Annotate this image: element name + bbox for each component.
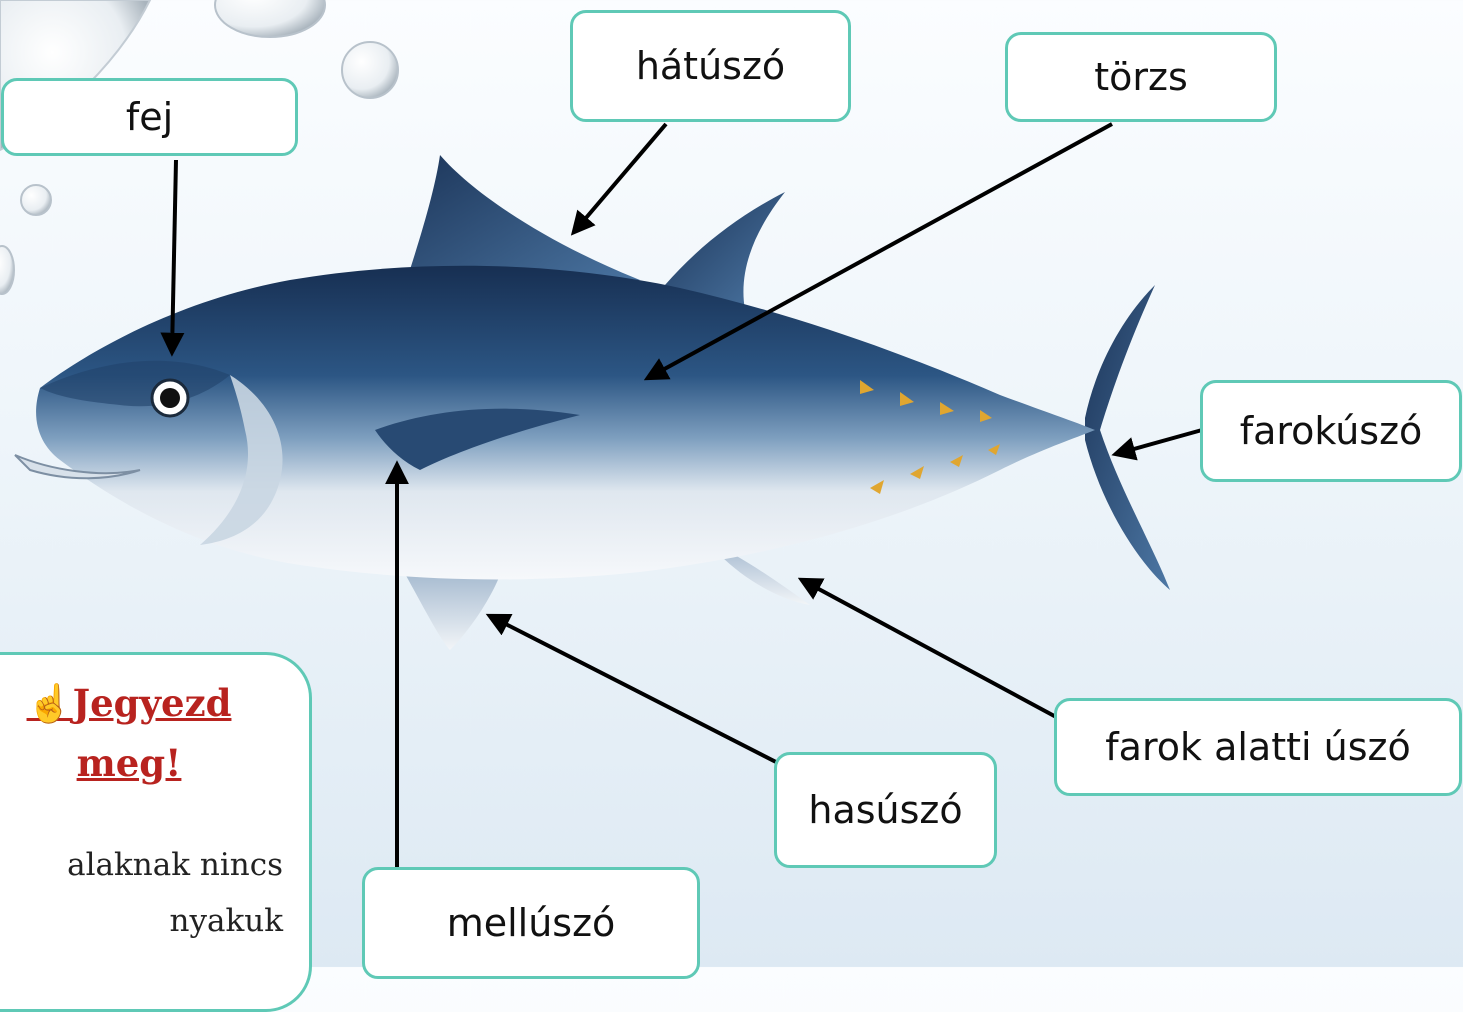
arrow-farokuszo [1116, 430, 1202, 454]
note-body: alaknak nincs nyakuk [0, 837, 283, 949]
label-fej: fej [1, 78, 298, 156]
arrow-hasuszo [490, 616, 776, 762]
label-melluszo: mellúszó [362, 867, 700, 979]
fish-pupil [160, 388, 180, 408]
note-title-line1: Jegyezd [73, 681, 232, 725]
label-torzs: törzs [1005, 32, 1277, 122]
note-body-line1: alaknak nincs [67, 847, 283, 883]
note-title: ☝Jegyezd meg! [0, 673, 312, 793]
water-drop [21, 185, 51, 215]
label-hasuszo: hasúszó [774, 752, 997, 868]
water-drop [0, 246, 14, 294]
note-card: ☝Jegyezd meg! alaknak nincs nyakuk [0, 652, 312, 1012]
water-drop [342, 42, 398, 98]
label-farok-alatti-uszo: farok alatti úszó [1054, 698, 1462, 796]
arrow-farok-alatti-uszo [802, 580, 1058, 718]
fish-body [36, 266, 1095, 580]
arrow-hatuszo [574, 124, 666, 232]
hand-pointing-up-icon: ☝ [27, 681, 73, 725]
label-farokuszo: farokúszó [1200, 380, 1462, 482]
tail-fin [1085, 285, 1170, 590]
note-title-line2: meg! [77, 741, 182, 785]
label-hatuszo: hátúszó [570, 10, 851, 122]
note-body-line2: nyakuk [170, 903, 284, 939]
tuna-fish-illustration [15, 155, 1170, 650]
water-drop [215, 0, 325, 37]
